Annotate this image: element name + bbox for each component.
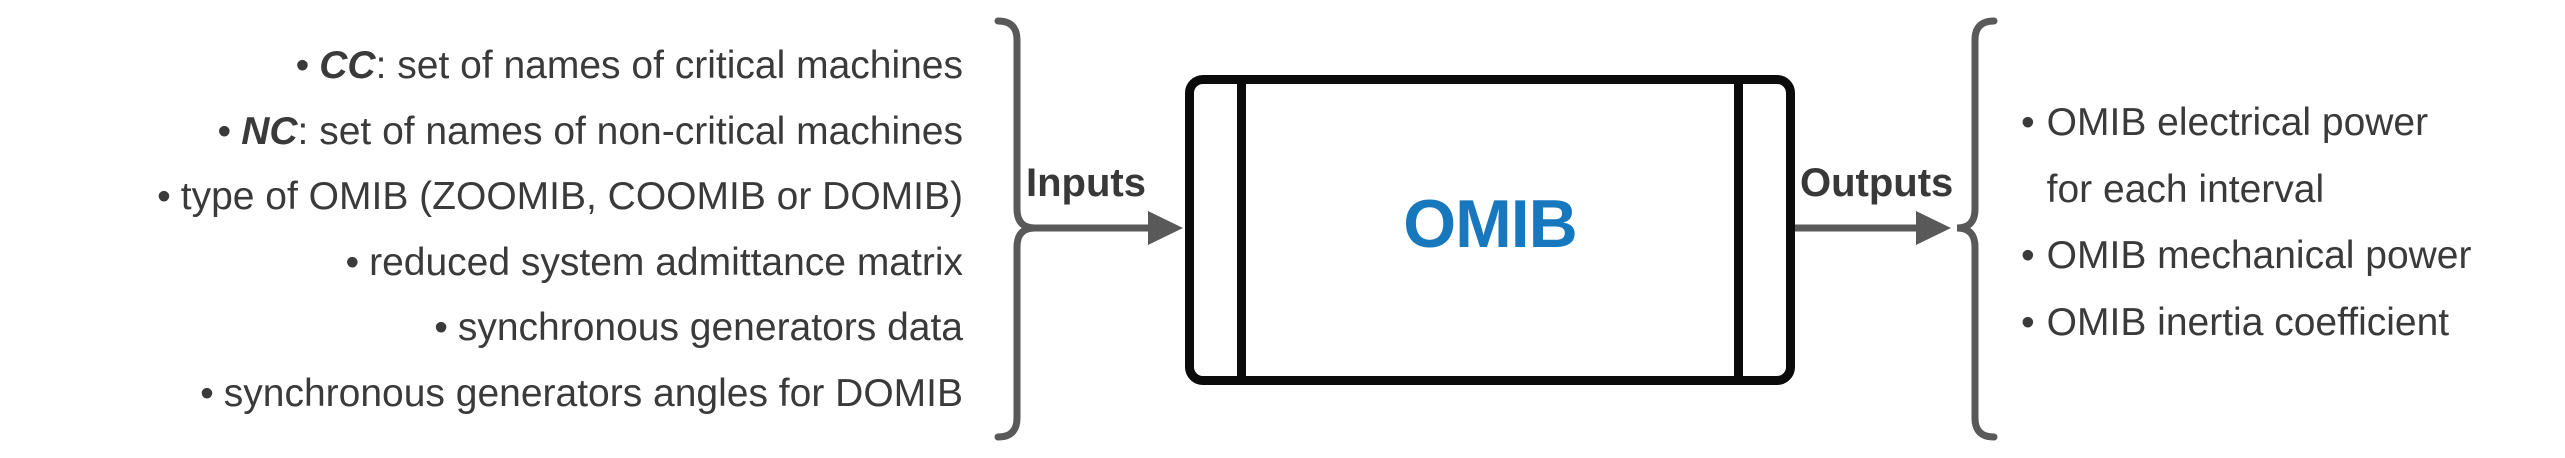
input-item-text: synchronous generators angles for DOMIB bbox=[223, 371, 963, 415]
list-item: •synchronous generators data bbox=[0, 295, 963, 361]
bullet-icon: • bbox=[2021, 300, 2035, 344]
output-item-text: OMIB mechanical power bbox=[2046, 234, 2472, 277]
list-item: • OMIB electrical power for each interva… bbox=[2021, 90, 2472, 223]
outputs-list: • OMIB electrical power for each interva… bbox=[2021, 90, 2472, 356]
list-item: • OMIB inertia coefficient bbox=[2021, 290, 2472, 357]
list-item: •synchronous generators angles for DOMIB bbox=[0, 361, 963, 427]
bullet-icon: • bbox=[2021, 101, 2035, 144]
list-item: • OMIB mechanical power bbox=[2021, 223, 2472, 290]
list-item: •NC: set of names of non-critical machin… bbox=[0, 99, 963, 165]
input-item-text: reduced system admittance matrix bbox=[369, 240, 963, 284]
bullet-icon: • bbox=[434, 306, 448, 349]
outputs-brace bbox=[1956, 17, 1998, 441]
input-item-text: synchronous generators data bbox=[457, 306, 963, 349]
box-right-stripe bbox=[1734, 84, 1743, 376]
box-left-stripe bbox=[1237, 84, 1246, 376]
output-item-text: OMIB inertia coefficient bbox=[2046, 300, 2450, 344]
outputs-label: Outputs bbox=[1800, 161, 1954, 205]
bullet-icon: • bbox=[295, 44, 310, 87]
bullet-icon: • bbox=[157, 175, 171, 218]
input-item-emphasis: CC bbox=[319, 44, 376, 87]
input-item-emphasis: NC bbox=[241, 109, 298, 153]
bullet-icon: • bbox=[2021, 234, 2035, 277]
bullet-icon: • bbox=[200, 371, 214, 415]
output-item-text: OMIB electrical power bbox=[2046, 101, 2429, 144]
omib-process-box: OMIB bbox=[1185, 75, 1795, 385]
bullet-icon: • bbox=[217, 109, 232, 153]
input-arrowhead-icon bbox=[1148, 211, 1183, 245]
output-arrowhead-icon bbox=[1916, 211, 1951, 245]
input-item-text: type of OMIB (ZOOMIB, COOMIB or DOMIB) bbox=[180, 175, 963, 218]
inputs-brace bbox=[994, 17, 1036, 441]
inputs-list: •CC: set of names of critical machines •… bbox=[0, 33, 963, 426]
list-item: •reduced system admittance matrix bbox=[0, 230, 963, 296]
bullet-icon: • bbox=[345, 240, 360, 284]
omib-block-title: OMIB bbox=[1403, 186, 1578, 262]
input-item-text: : set of names of non-critical machines bbox=[297, 109, 963, 153]
list-item: •CC: set of names of critical machines bbox=[0, 33, 963, 99]
list-item: •type of OMIB (ZOOMIB, COOMIB or DOMIB) bbox=[0, 164, 963, 230]
output-item-text: for each interval bbox=[2046, 167, 2325, 211]
input-item-text: : set of names of critical machines bbox=[375, 44, 963, 87]
inputs-label: Inputs bbox=[1026, 161, 1146, 205]
